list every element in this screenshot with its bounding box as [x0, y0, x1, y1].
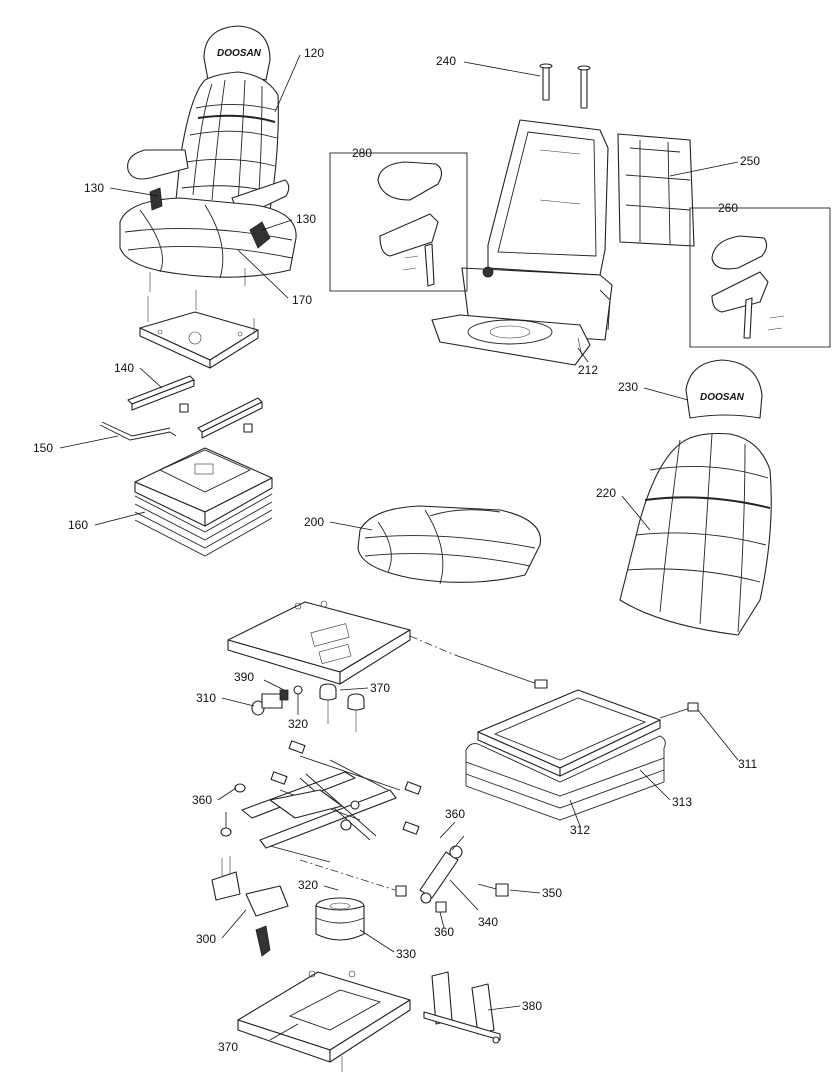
suspension-upper	[134, 447, 273, 557]
callout-200: 200	[304, 515, 324, 529]
callout-260: 260	[718, 201, 738, 215]
callout-380: 380	[522, 999, 542, 1013]
adjust-handle	[99, 421, 177, 441]
callout-313: 313	[672, 795, 692, 809]
callout-140: 140	[114, 361, 134, 375]
callout-360-left: 360	[192, 793, 212, 807]
headrest-logo-text: DOOSAN	[700, 392, 745, 403]
seat-logo-text: DOOSAN	[217, 48, 262, 59]
scissor-mechanism	[241, 755, 401, 863]
callout-370-bottom: 370	[218, 1040, 238, 1054]
callout-240: 240	[436, 54, 456, 68]
shock-absorber-340	[395, 835, 465, 913]
knob-310	[251, 685, 303, 716]
callout-311: 311	[738, 757, 757, 771]
callout-280: 280	[352, 146, 372, 160]
callout-320-bottom: 320	[298, 878, 318, 892]
callout-370-top: 370	[370, 681, 390, 695]
lever-300	[211, 856, 289, 957]
callout-130-right: 130	[296, 212, 316, 226]
back-cushion-220	[619, 432, 772, 636]
air-spring-330	[315, 897, 365, 941]
bellows-312	[465, 689, 666, 821]
callout-250: 250	[740, 154, 760, 168]
callout-360-bottom: 360	[434, 925, 454, 939]
callout-160: 160	[68, 518, 88, 532]
callout-220: 220	[596, 486, 616, 500]
pins-240	[539, 63, 591, 109]
bumpers-370	[319, 683, 365, 732]
mounting-plate	[139, 290, 259, 369]
callout-330: 330	[396, 947, 416, 961]
callout-320-top: 320	[288, 717, 308, 731]
bolt-350	[477, 883, 509, 897]
callout-340: 340	[478, 915, 498, 929]
headrest-230: DOOSAN	[685, 359, 763, 419]
callout-390: 390	[234, 670, 254, 684]
armrest-280	[377, 161, 443, 287]
screw-311	[659, 702, 699, 719]
callout-150: 150	[33, 441, 53, 455]
bracket-380	[423, 971, 501, 1044]
seat-assembly: DOOSAN	[119, 25, 297, 292]
callout-170: 170	[292, 293, 312, 307]
callout-230: 230	[618, 380, 638, 394]
callout-312: 312	[570, 823, 590, 837]
back-pad-250	[617, 133, 695, 247]
callout-310: 310	[196, 691, 216, 705]
top-plate	[227, 600, 411, 685]
callout-212: 212	[578, 363, 598, 377]
armrest-260	[711, 235, 785, 339]
adjust-rod	[454, 654, 548, 689]
seat-cushion-200	[357, 505, 542, 585]
callout-130-left: 130	[84, 181, 104, 195]
callout-360-right: 360	[445, 807, 465, 821]
callout-350: 350	[542, 886, 562, 900]
callout-120: 120	[304, 46, 324, 60]
bushings	[220, 740, 422, 837]
callout-300: 300	[196, 932, 216, 946]
base-plate	[237, 970, 411, 1072]
back-frame	[431, 119, 613, 366]
slide-rails	[127, 375, 263, 439]
